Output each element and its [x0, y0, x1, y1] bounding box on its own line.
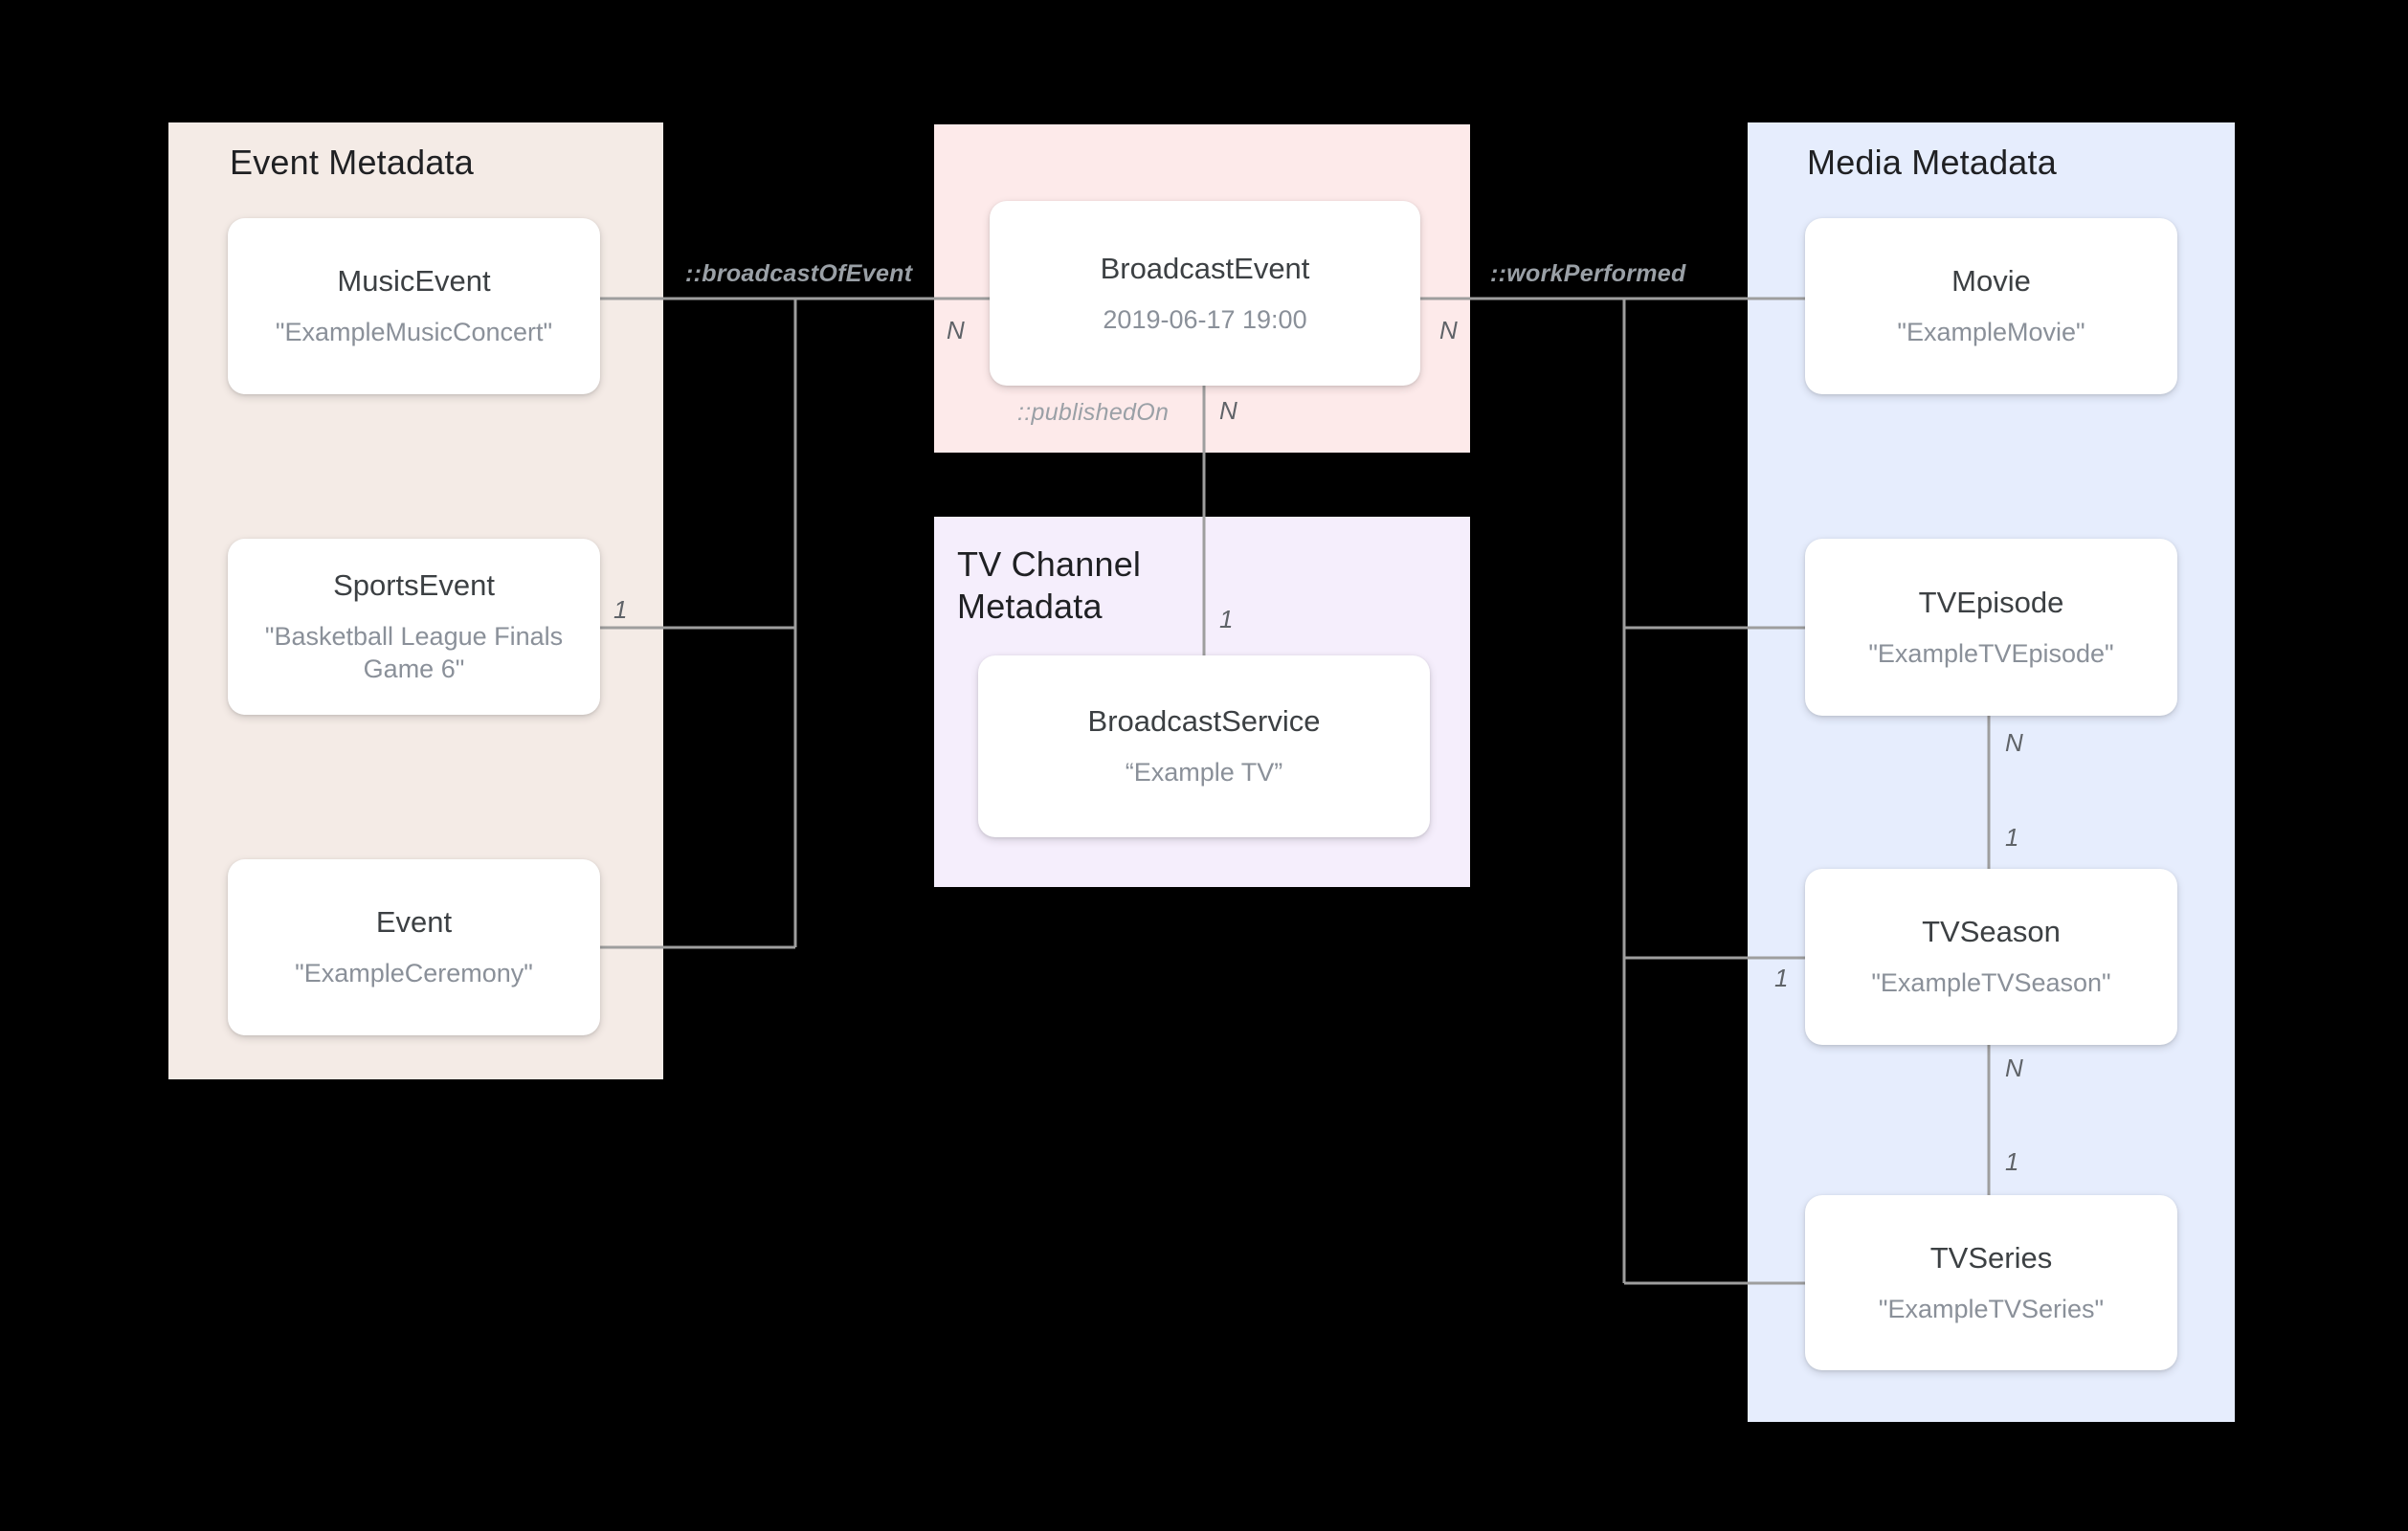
node-movie-type: Movie [1951, 264, 2031, 299]
group-title-tv-channel-metadata: TV Channel Metadata [957, 544, 1142, 626]
node-event-type: Event [375, 905, 453, 940]
relation-label-workperformed: ::workPerformed [1490, 260, 1686, 287]
node-tvepisode[interactable]: TVEpisode "ExampleTVEpisode" [1805, 539, 2177, 716]
node-broadcastservice-type: BroadcastService [1087, 704, 1321, 739]
node-tvseason-value: "ExampleTVSeason" [1871, 968, 2111, 998]
group-title-event-metadata: Event Metadata [230, 143, 474, 182]
node-broadcastevent[interactable]: BroadcastEvent 2019-06-17 19:00 [990, 201, 1420, 386]
node-broadcastevent-type: BroadcastEvent [1100, 251, 1310, 285]
cardinality-broadcast-right-n: N [1439, 316, 1458, 344]
node-movie[interactable]: Movie "ExampleMovie" [1805, 218, 2177, 394]
cardinality-tvepisode-n: N [2005, 728, 2023, 757]
cardinality-tvseason-top-1: 1 [2005, 823, 2019, 852]
node-event[interactable]: Event "ExampleCeremony" [228, 859, 600, 1035]
cardinality-broadcast-left-n: N [947, 316, 965, 344]
node-musicevent-value: "ExampleMusicConcert" [275, 318, 553, 347]
node-tvseries-type: TVSeries [1929, 1240, 2053, 1275]
node-musicevent-type: MusicEvent [337, 264, 491, 299]
node-sportsevent-type: SportsEvent [333, 568, 495, 603]
cardinality-tvseason-left-1: 1 [1774, 964, 1789, 992]
node-musicevent[interactable]: MusicEvent "ExampleMusicConcert" [228, 218, 600, 394]
node-tvepisode-type: TVEpisode [1918, 585, 2064, 619]
node-tvseries-value: "ExampleTVSeries" [1878, 1294, 2105, 1323]
cardinality-broadcastservice-1: 1 [1219, 605, 1234, 633]
group-title-media-metadata: Media Metadata [1807, 143, 2057, 182]
node-tvseries[interactable]: TVSeries "ExampleTVSeries" [1805, 1195, 2177, 1370]
cardinality-tvseason-bottom-n: N [2005, 1054, 2023, 1082]
cardinality-publishedon-n: N [1219, 396, 1237, 425]
relation-label-publishedon: ::publishedOn [1017, 399, 1170, 426]
cardinality-tvseries-1: 1 [2005, 1147, 2019, 1176]
node-event-value: "ExampleCeremony" [295, 959, 533, 988]
node-broadcastservice[interactable]: BroadcastService “Example TV” [978, 655, 1430, 837]
node-movie-value: "ExampleMovie" [1897, 318, 2085, 347]
node-broadcastservice-value: “Example TV” [1125, 758, 1283, 788]
node-sportsevent-value: "Basketball League Finals Game 6" [264, 621, 564, 684]
node-tvseason[interactable]: TVSeason "ExampleTVSeason" [1805, 869, 2177, 1045]
node-tvepisode-value: "ExampleTVEpisode" [1868, 638, 2114, 668]
node-broadcastevent-value: 2019-06-17 19:00 [1103, 304, 1307, 334]
node-sportsevent[interactable]: SportsEvent "Basketball League Finals Ga… [228, 539, 600, 715]
relation-label-broadcastofevent: ::broadcastOfEvent [685, 260, 913, 287]
cardinality-sportsevent-1: 1 [613, 595, 628, 624]
node-tvseason-type: TVSeason [1922, 915, 2061, 949]
